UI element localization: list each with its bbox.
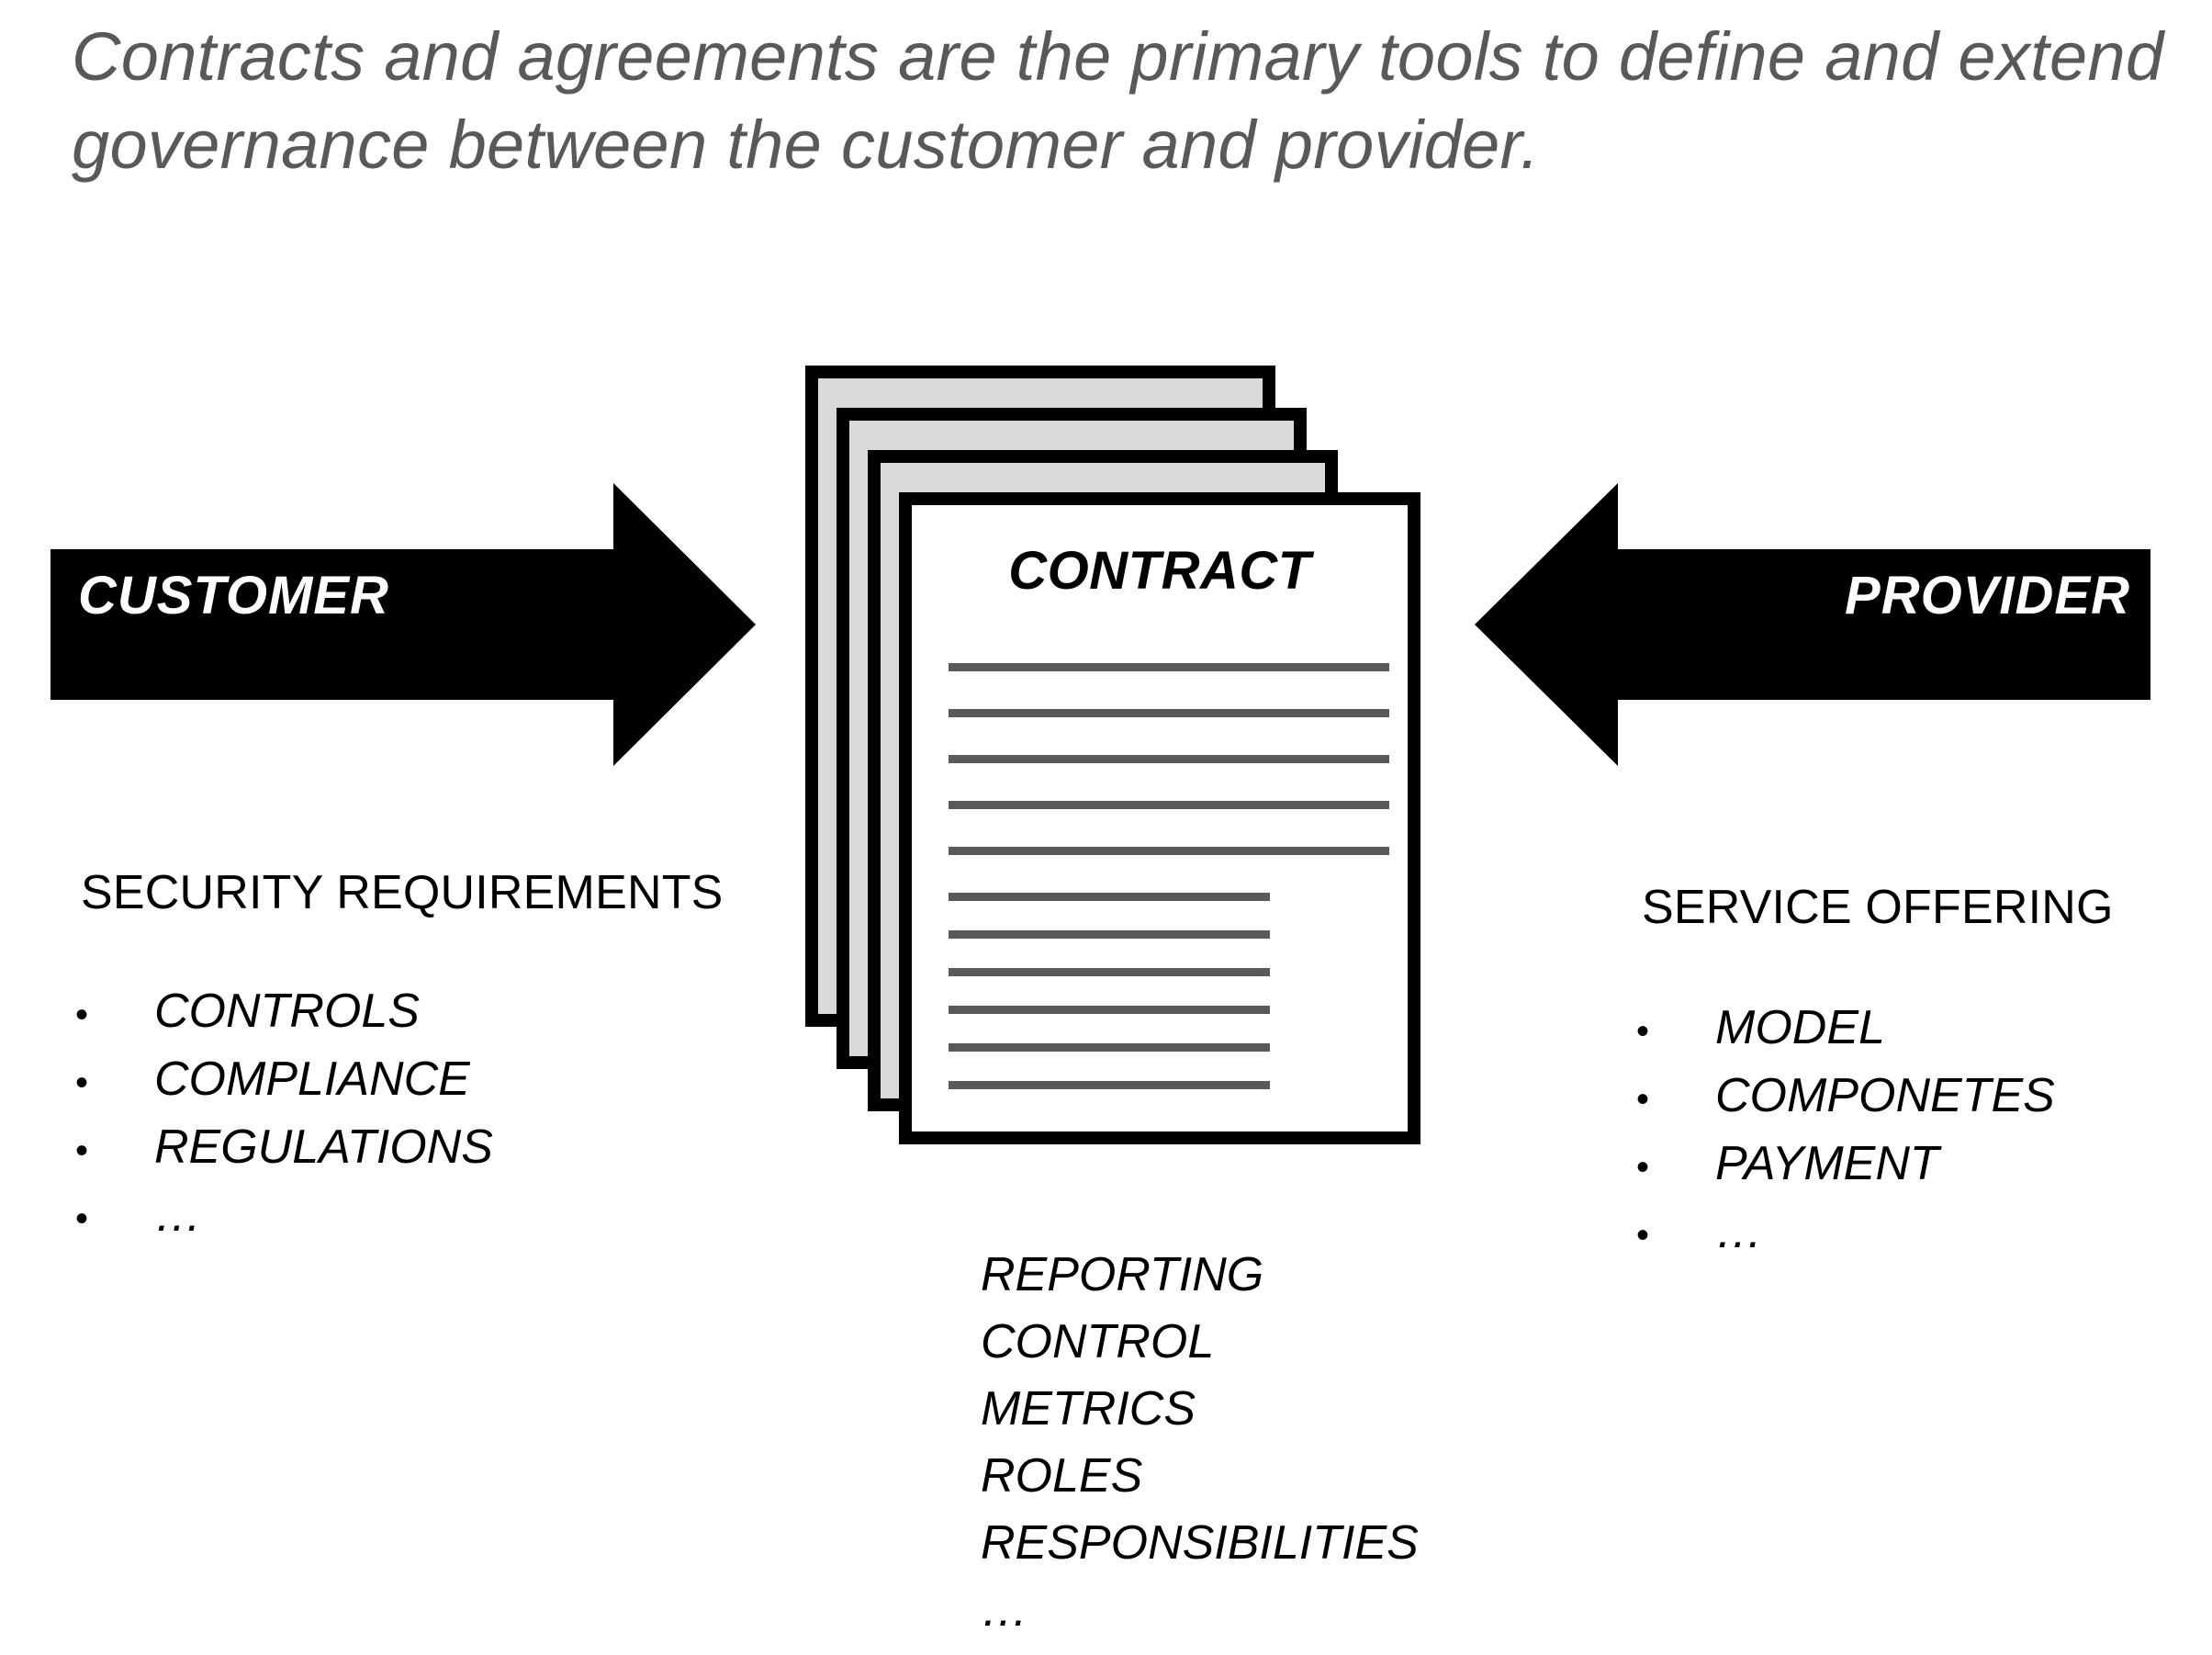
contract-document-stack: CONTRACT (805, 366, 1439, 1155)
list-item-label: PAYMENT (1715, 1137, 1939, 1190)
bullet-icon: • (75, 995, 89, 1035)
service-offering-heading: SERVICE OFFERING (1642, 881, 2114, 934)
bullet-icon: • (1636, 1147, 1650, 1188)
contract-rule (949, 801, 1389, 809)
list-item: RESPONSIBILITIES (981, 1516, 1419, 1570)
contract-rule (949, 1006, 1271, 1014)
bullet-icon: • (1636, 1011, 1650, 1052)
contract-page-front: CONTRACT (899, 492, 1420, 1144)
contract-rule (949, 755, 1389, 763)
list-item: • COMPLIANCE (75, 1055, 493, 1103)
bullet-icon: • (75, 1199, 89, 1239)
contract-rule (949, 1081, 1271, 1089)
list-item-label: … (154, 1188, 202, 1242)
list-item: • REGULATIONS (75, 1123, 493, 1171)
contract-rule (949, 930, 1271, 939)
provider-arrow-label: PROVIDER (1845, 566, 2130, 625)
contract-rule (949, 968, 1271, 976)
contract-text-lines (949, 663, 1389, 1119)
contract-rule (949, 893, 1271, 901)
bullet-icon: • (75, 1063, 89, 1103)
list-item: • CONTROLS (75, 987, 493, 1035)
governance-topics-list: REPORTING CONTROL METRICS ROLES RESPONSI… (981, 1251, 1419, 1653)
list-item: • MODEL (1636, 1004, 2055, 1052)
list-item: ROLES (981, 1449, 1143, 1503)
list-item: METRICS (981, 1382, 1196, 1435)
list-item-label: … (1715, 1205, 1763, 1258)
contract-rule (949, 709, 1389, 717)
arrow-right-icon (51, 483, 756, 766)
bullet-icon: • (1636, 1215, 1650, 1255)
contract-rule (949, 663, 1389, 671)
list-item-label: CONTROLS (154, 985, 420, 1038)
list-item-label: COMPONETES (1715, 1069, 2055, 1122)
list-item-label: COMPLIANCE (154, 1053, 470, 1106)
list-item: • PAYMENT (1636, 1140, 2055, 1188)
list-item: • … (1636, 1208, 2055, 1255)
bullet-icon: • (1636, 1079, 1650, 1120)
service-offering-list: • MODEL • COMPONETES • PAYMENT • … (1636, 1004, 2055, 1276)
contract-title: CONTRACT (1008, 541, 1311, 601)
page-title: Contracts and agreements are the primary… (72, 18, 2164, 184)
list-item-label: REGULATIONS (154, 1120, 493, 1174)
customer-arrow-label: CUSTOMER (78, 566, 389, 625)
list-item: • … (75, 1191, 493, 1239)
list-item: REPORTING (981, 1248, 1264, 1301)
arrow-left-icon (1475, 483, 2150, 766)
list-item-label: MODEL (1715, 1001, 1885, 1054)
list-item: CONTROL (981, 1315, 1215, 1368)
list-item: • COMPONETES (1636, 1072, 2055, 1120)
contract-rule (949, 847, 1389, 855)
customer-arrow: CUSTOMER (51, 478, 762, 771)
list-item: … (981, 1583, 1028, 1637)
provider-arrow: PROVIDER (1469, 478, 2150, 771)
contract-rule (949, 1043, 1271, 1052)
security-requirements-heading: SECURITY REQUIREMENTS (81, 866, 724, 919)
security-requirements-list: • CONTROLS • COMPLIANCE • REGULATIONS • … (75, 987, 493, 1259)
bullet-icon: • (75, 1131, 89, 1171)
